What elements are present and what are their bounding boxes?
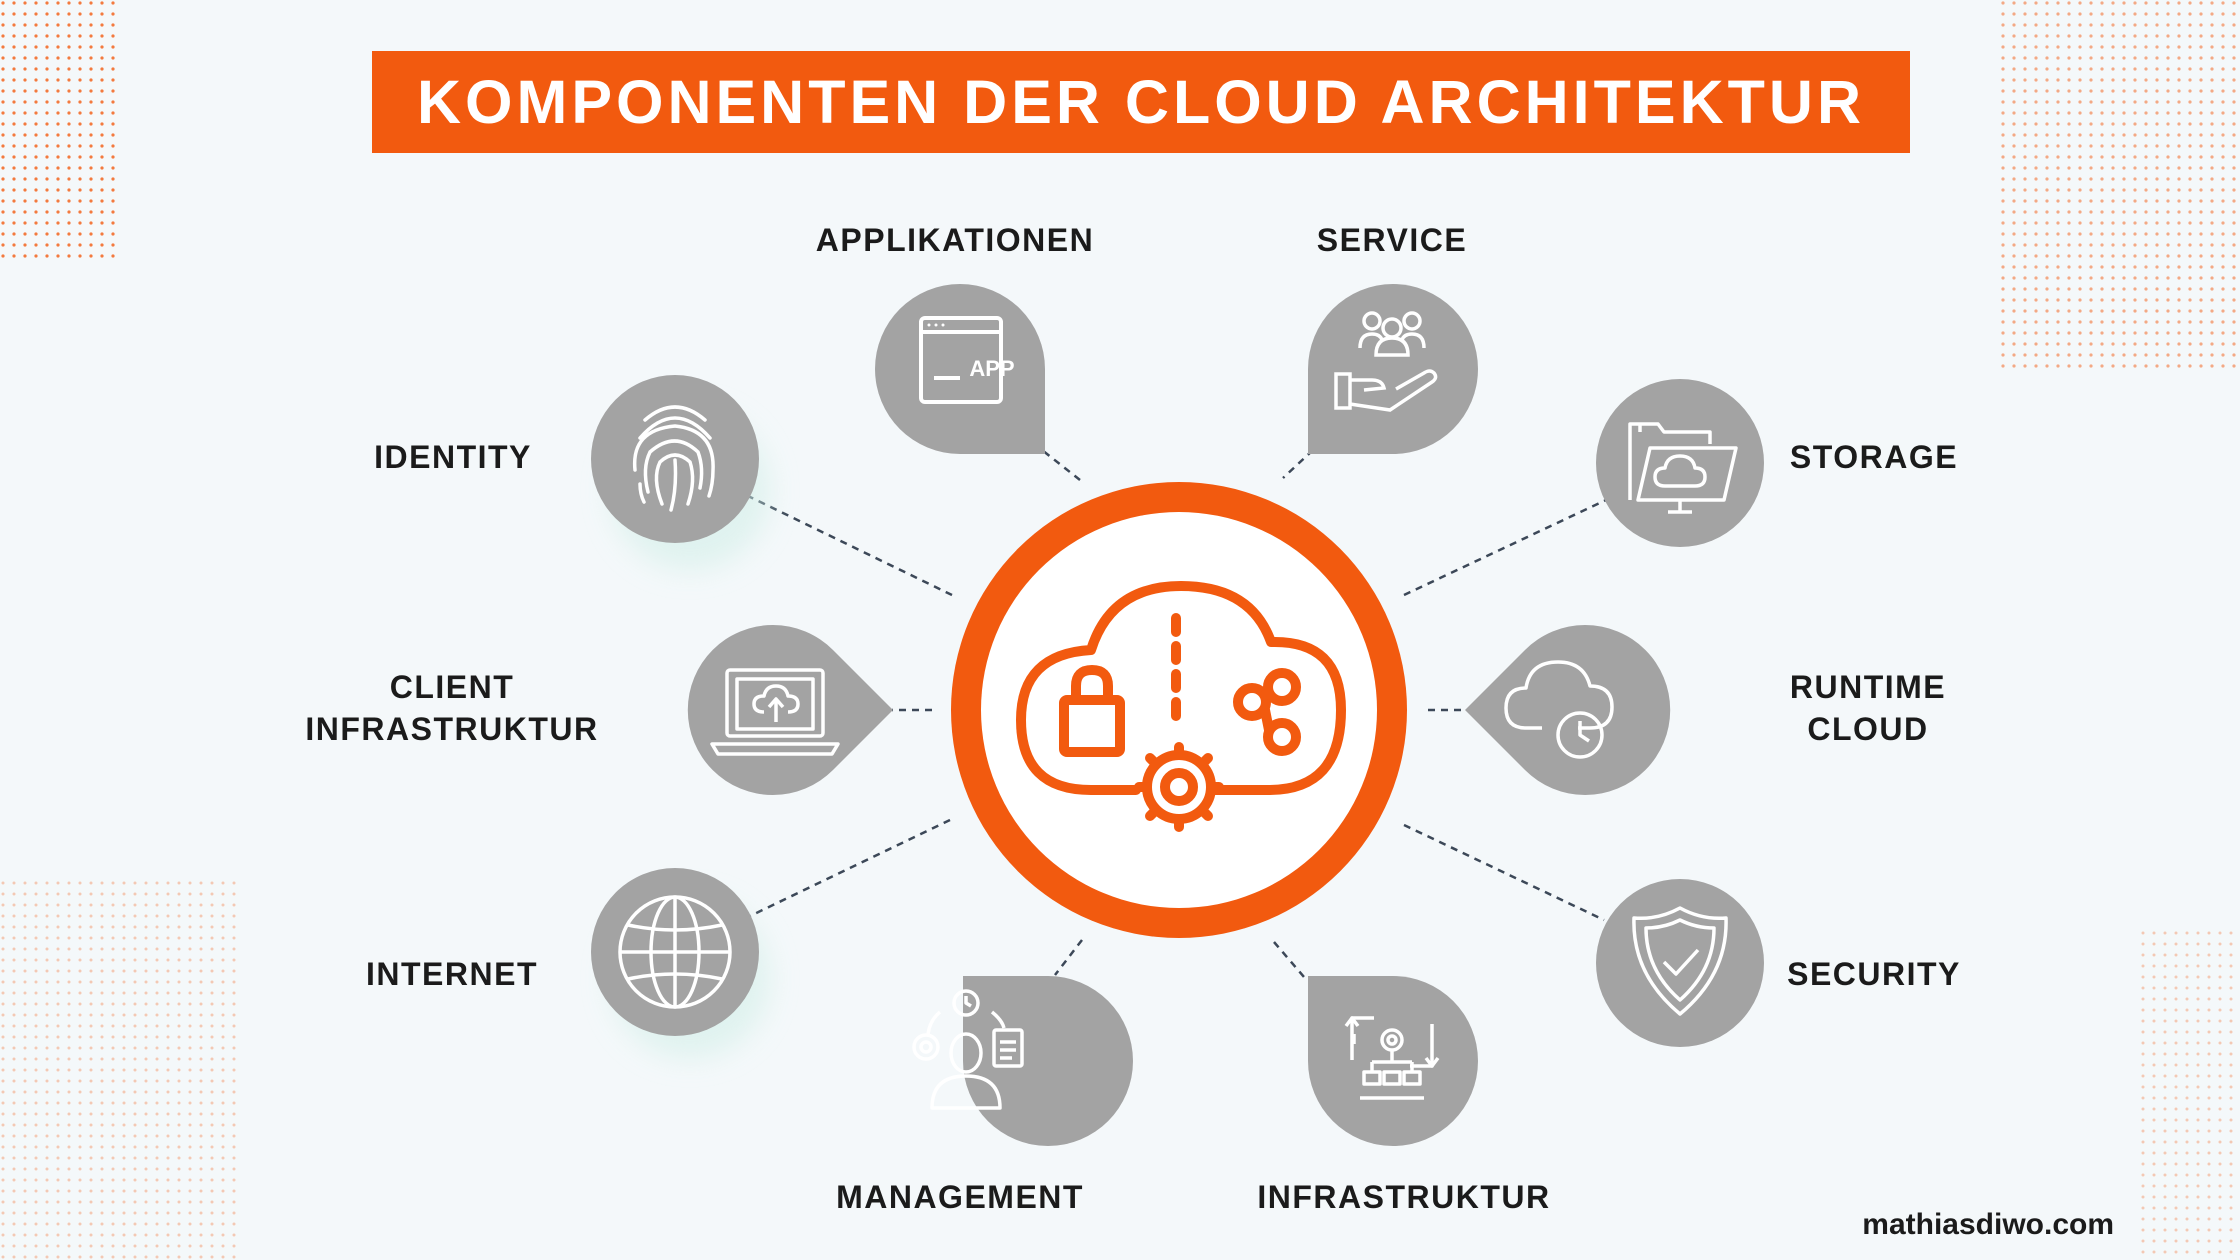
label-runtime-cloud: RUNTIME CLOUD [1789, 669, 1947, 747]
node-client-infrastruktur [687, 625, 893, 796]
label-storage: STORAGE [1789, 439, 1959, 475]
dot-pattern-top-left [0, 0, 120, 260]
app-window-icon: APP [919, 316, 1015, 404]
dot-pattern-bottom-right [2140, 930, 2240, 1260]
label-internet: INTERNET [366, 956, 538, 992]
shield-check-icon [1632, 906, 1728, 1016]
node-storage [1596, 379, 1764, 547]
folder-cloud-icon [1628, 422, 1738, 514]
label-identity: IDENTITY [374, 439, 532, 475]
management-person-gear-icon [912, 989, 1024, 1110]
node-infrastruktur [1308, 976, 1478, 1146]
label-client-infrastruktur: CLIENT INFRASTRUKTUR [305, 669, 599, 747]
label-infrastruktur: INFRASTRUKTUR [1257, 1179, 1551, 1215]
dot-pattern-bottom-left [0, 880, 240, 1260]
node-internet [591, 868, 759, 1036]
node-runtime-cloud [1465, 625, 1671, 795]
label-service: SERVICE [1316, 222, 1468, 258]
label-management: MANAGEMENT [836, 1179, 1084, 1215]
connector-lines [747, 449, 1607, 978]
footer-website: mathiasdiwo.com [1862, 1208, 2114, 1241]
globe-icon [618, 895, 732, 1009]
fingerprint-icon [632, 405, 715, 512]
node-management [912, 976, 1133, 1146]
laptop-cloud-upload-icon [710, 668, 840, 756]
service-hand-people-icon [1334, 311, 1438, 412]
node-applikationen: APP [875, 284, 1045, 454]
label-applikationen: APPLIKATIONEN [815, 222, 1095, 258]
node-identity [591, 375, 759, 543]
cloud-clock-icon [1504, 660, 1614, 759]
node-service [1308, 284, 1478, 454]
cloud-security-share-gear-icon [1016, 581, 1346, 832]
page-title: KOMPONENTEN DER CLOUD ARCHITEKTUR [417, 68, 1865, 136]
title-banner: KOMPONENTEN DER CLOUD ARCHITEKTUR [372, 51, 1910, 153]
svg-text:APP: APP [969, 356, 1014, 381]
central-hub [951, 482, 1407, 938]
dot-pattern-top-right [2000, 0, 2240, 370]
node-security [1596, 879, 1764, 1047]
label-security: SECURITY [1787, 956, 1961, 992]
infrastructure-flow-icon [1344, 1016, 1440, 1100]
